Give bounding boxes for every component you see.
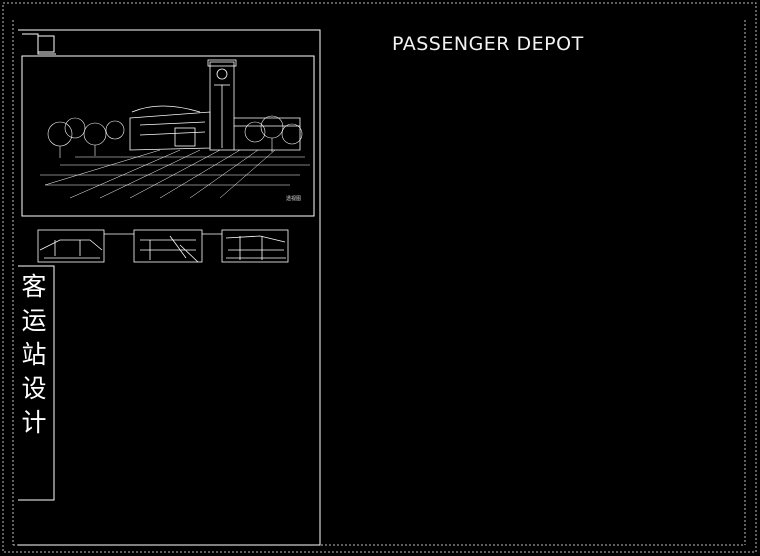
floor2-caption: 二层平面图 — [130, 4, 211, 23]
left-panel — [18, 29, 321, 546]
project-title-en: PASSENGER DEPOT — [392, 33, 584, 55]
site-caption: 总平面图 — [0, 4, 65, 23]
elevation-s-caption: 南立面图 — [654, 4, 719, 23]
site-scale: 1 : 500 — [69, 4, 126, 23]
vertical-title-box — [18, 265, 55, 501]
elevation-s-scale: 1 : 200 — [0, 4, 745, 47]
floor1-scale: 1 : 200 — [362, 4, 419, 23]
elevation-w-caption: 西立面图 — [35, 28, 100, 47]
elevation-e-scale: 1 : 200 — [235, 28, 292, 47]
location-caption: 区域位置图 — [423, 4, 504, 23]
perspective-drawing — [40, 59, 310, 199]
section-scale: 1 : 200 — [592, 4, 650, 23]
stair-highlight-1: 一层平面图 1 : 200 区域位置图 1-1 剖面图 1 : 200 — [0, 4, 744, 47]
perspective-caption: 透视图 — [286, 195, 301, 202]
entry-marker: 一层平面图 1 : 200 区域位置图 1-1 剖面图 1 : 200 — [0, 4, 744, 47]
elevation-w-scale: 1 : 200 — [104, 28, 162, 47]
floor2-scale: 1 : 200 — [215, 4, 272, 23]
detail-images — [37, 229, 289, 263]
floor1-caption: 一层平面图 — [276, 4, 357, 23]
ticket-counter-highlight: 一层平面图 1 : 200 区域位置图 1-1 剖面图 1 : 200 — [0, 4, 744, 47]
elevation-e-caption: 东立面图 — [166, 28, 231, 47]
stair-highlight-2: 一层平面图 1 : 200 区域位置图 1-1 剖面图 1 : 200 — [0, 4, 744, 47]
stair-highlight-2f: 二层平面图 1 : 200 — [0, 4, 744, 47]
section-caption: 1-1 剖面图 — [508, 4, 588, 23]
project-title-cn: 客 运 站 设 计 — [21, 272, 47, 437]
perspective-frame — [21, 55, 315, 217]
